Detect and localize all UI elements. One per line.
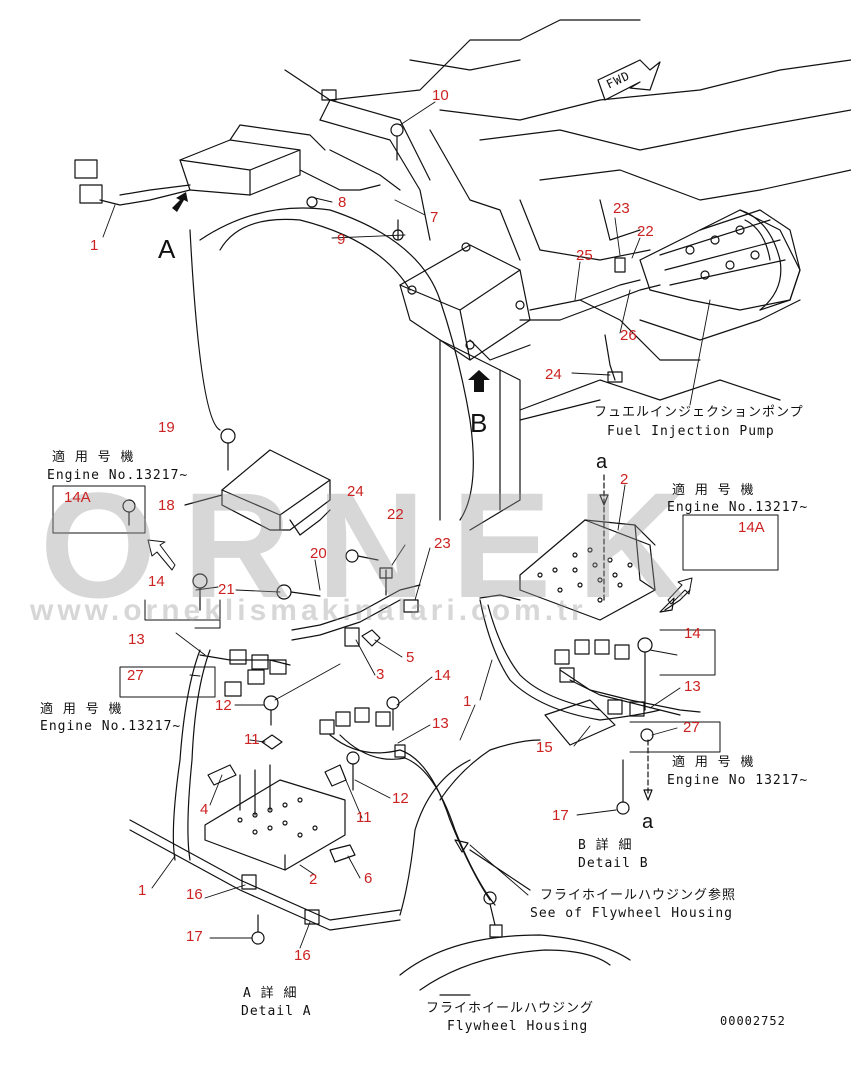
- applicable-arrows: [147, 539, 693, 605]
- view-label-a: A: [158, 234, 176, 264]
- callout-23-mid: 23: [434, 535, 451, 552]
- applicable-jp-2: 適 用 号 機: [672, 483, 755, 498]
- callout-9: 9: [337, 231, 346, 248]
- callout-27-left: 27: [127, 667, 144, 684]
- applicable-jp-1: 適 用 号 機: [52, 450, 135, 465]
- callout-14A-right: 14A: [738, 519, 765, 536]
- applicable-en-3: Engine No.13217~: [40, 719, 182, 734]
- callout-7: 7: [430, 209, 439, 226]
- applicable-en-4: Engine No 13217~: [667, 773, 809, 788]
- callout-14-mid: 14: [434, 667, 451, 684]
- leader-lines-detail-b: [479, 484, 681, 816]
- detail-a-jp: A 詳 細: [243, 986, 298, 1001]
- callout-26: 26: [620, 327, 637, 344]
- flywheel-housing-en: Flywheel Housing: [447, 1019, 589, 1034]
- callout-19: 19: [158, 419, 175, 436]
- callout-2-left: 2: [309, 871, 318, 888]
- callout-5: 5: [406, 649, 415, 666]
- callout-14-right: 14: [684, 625, 701, 642]
- callout-18: 18: [158, 497, 175, 514]
- fuel-pump-jp: フュエルインジェクションポンプ: [594, 405, 804, 420]
- flywheel-ref-en: See of Flywheel Housing: [530, 906, 734, 921]
- callout-4: 4: [200, 801, 209, 818]
- flywheel-housing-bottom: [399, 934, 631, 996]
- engine-block-outline: [284, 19, 851, 411]
- flywheel-housing-jp: フライホイールハウジング: [426, 1001, 595, 1016]
- leader-lines-detail-a: [151, 544, 529, 949]
- callout-20: 20: [310, 545, 327, 562]
- section-label-a-bottom: a: [642, 811, 654, 833]
- callout-24-mid: 24: [347, 483, 364, 500]
- callout-1-bottom: 1: [138, 882, 147, 899]
- detail-b-jp: B 詳 細: [578, 838, 633, 853]
- view-arrows: [172, 192, 490, 392]
- callout-10: 10: [432, 87, 449, 104]
- callout-14A-left: 14A: [64, 489, 91, 506]
- flywheel-housing-top: [189, 207, 601, 531]
- callout-3: 3: [376, 666, 385, 683]
- fuel-pump-en: Fuel Injection Pump: [607, 424, 775, 439]
- detail-a-en: Detail A: [241, 1004, 312, 1019]
- callout-14-left: 14: [148, 573, 165, 590]
- callout-17-right: 17: [552, 807, 569, 824]
- drawing-number: 00002752: [720, 1014, 786, 1028]
- callout-2-right: 2: [620, 471, 629, 488]
- flywheel-ref-jp: フライホイールハウジング参照: [540, 888, 737, 903]
- callout-11-top: 11: [244, 731, 260, 748]
- detail-b-en: Detail B: [578, 856, 649, 871]
- callout-16-left: 16: [186, 886, 203, 903]
- callout-13-right: 13: [684, 678, 701, 695]
- callout-22-top: 22: [637, 223, 654, 240]
- detail-a-drawing: [122, 428, 541, 945]
- callout-11-bottom: 11: [356, 809, 372, 826]
- applicable-boxes: [52, 485, 779, 753]
- applicable-jp-4: 適 用 号 機: [672, 755, 755, 770]
- callout-17-left: 17: [186, 928, 203, 945]
- callout-16-right: 16: [294, 947, 311, 964]
- callout-21: 21: [218, 581, 235, 598]
- callout-6: 6: [364, 870, 373, 887]
- applicable-en-2: Engine No.13217~: [667, 500, 809, 515]
- control-box-lower: [399, 242, 661, 383]
- watermark-brand: ORNEK: [40, 461, 712, 629]
- detail-b-drawing: [479, 474, 701, 815]
- leader-lines-top: [102, 101, 711, 406]
- callout-24-top: 24: [545, 366, 562, 383]
- callout-12-bottom: 12: [392, 790, 409, 807]
- applicable-en-1: Engine No.13217~: [47, 468, 189, 483]
- callout-23-top: 23: [613, 200, 630, 217]
- callout-13-mid: 13: [432, 715, 449, 732]
- callout-1-mid: 1: [463, 693, 472, 710]
- callout-15: 15: [536, 739, 553, 756]
- callout-27-right: 27: [683, 719, 700, 736]
- callout-25: 25: [576, 247, 593, 264]
- callout-13-left: 13: [128, 631, 145, 648]
- fuel-injection-pump: [639, 209, 801, 311]
- control-box-upper: [74, 89, 431, 241]
- section-label-a-top: a: [596, 451, 608, 473]
- fwd-arrow: [597, 59, 661, 101]
- watermark-url: www.orneklismakinalari.com.tr: [30, 594, 587, 627]
- callout-1-top: 1: [90, 237, 99, 254]
- applicable-jp-3: 適 用 号 機: [40, 702, 123, 717]
- callout-22-mid: 22: [387, 506, 404, 523]
- callout-8: 8: [338, 194, 347, 211]
- view-label-b: B: [470, 408, 488, 438]
- callout-12-top: 12: [215, 697, 232, 714]
